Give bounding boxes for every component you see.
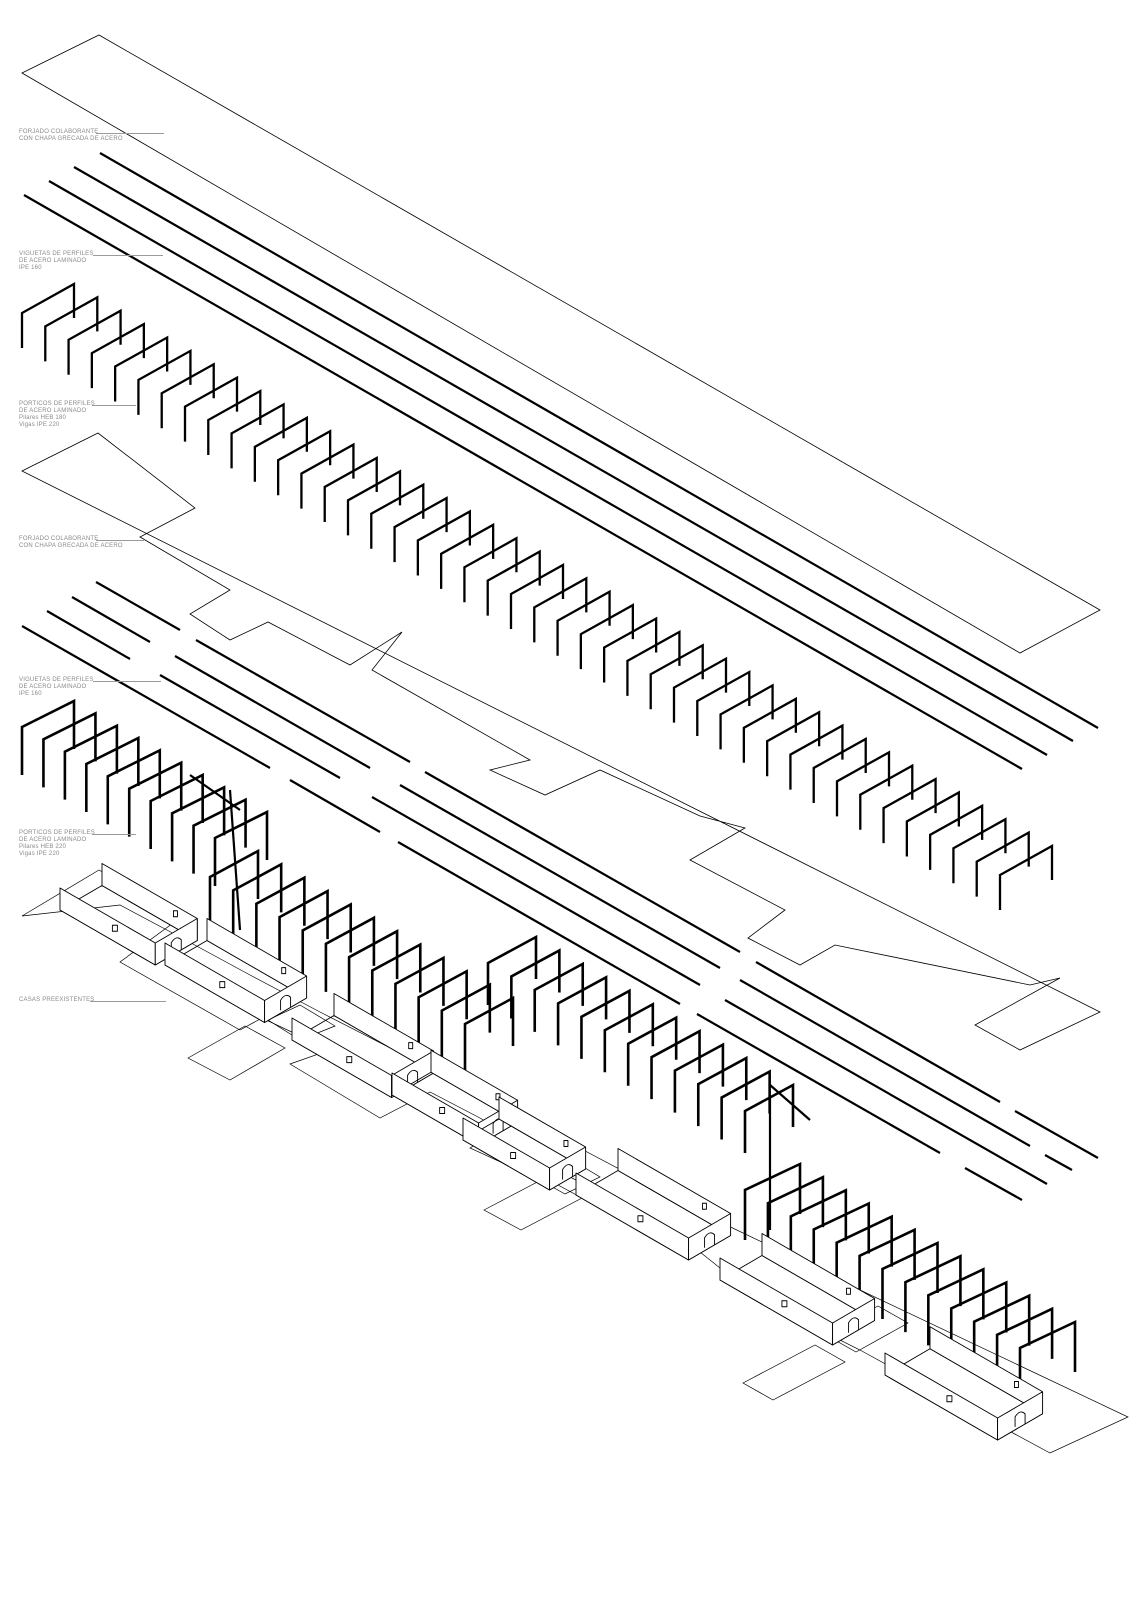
label-upper-frames: PORTICOS DE PERFILES DE ACERO LAMINADO P…	[19, 401, 95, 428]
leader-houses	[90, 1001, 166, 1002]
upper-portal-frame	[276, 429, 332, 496]
lower-portal-frame	[255, 875, 306, 952]
leader-upper-slab	[96, 133, 164, 134]
upper-portal-frame	[719, 683, 774, 750]
upper-portal-frame	[649, 643, 704, 710]
upper-portal-frame	[905, 790, 961, 857]
upper-portal-frame	[346, 469, 402, 536]
existing-house	[462, 1096, 587, 1191]
upper-portal-frame	[230, 402, 285, 469]
lower-portal-frame	[650, 1028, 701, 1100]
upper-portal-frame	[137, 348, 192, 415]
label-lower-slab: FORJADO COLABORANTE CON CHAPA GRECADA DE…	[19, 536, 123, 549]
existing-house	[575, 1148, 732, 1261]
upper-portal-frame	[486, 549, 541, 616]
lower-portal-frame	[556, 975, 608, 1046]
upper-portal-frame	[742, 696, 798, 763]
lower-slab	[21, 432, 1101, 1051]
upper-portal-frame	[579, 603, 635, 670]
upper-portal-frame	[20, 282, 76, 348]
lower-portal-frame	[370, 942, 422, 1019]
upper-portal-frame	[672, 656, 728, 723]
upper-portal-frame	[323, 455, 378, 522]
existing-house	[291, 993, 435, 1098]
lower-portal-frame	[347, 928, 399, 1006]
upper-portal-frame	[90, 322, 146, 389]
leader-upper-frames	[92, 405, 136, 406]
label-upper-slab: FORJADO COLABORANTE CON CHAPA GRECADA DE…	[19, 129, 123, 142]
lower-portal-frame	[301, 902, 353, 979]
upper-portal-frame	[882, 777, 937, 844]
lower-joists	[21, 581, 1099, 1201]
lower-portal-frame	[440, 982, 492, 1059]
existing-house	[884, 1326, 1044, 1441]
upper-portal-frame	[183, 375, 239, 442]
upper-portal-frame	[463, 536, 518, 603]
lower-portal-frame	[626, 1015, 678, 1086]
label-lower-frames: PORTICOS DE PERFILES DE ACERO LAMINADO P…	[19, 830, 95, 857]
upper-portal-frames	[20, 282, 1054, 910]
upper-portal-frame	[370, 482, 425, 549]
label-houses: CASAS PREEXISTENTES	[19, 997, 95, 1003]
lower-portal-frame	[580, 988, 631, 1059]
upper-portal-frame	[928, 803, 984, 870]
upper-portal-frame	[253, 415, 309, 482]
upper-portal-frame	[509, 563, 565, 629]
lower-portal-frame	[603, 1002, 655, 1073]
lower-portal-frames	[20, 698, 1077, 1398]
upper-portal-frame	[533, 576, 588, 643]
lower-portal-frame	[278, 888, 329, 966]
leader-lower-slab	[96, 540, 144, 541]
upper-portal-frame	[300, 442, 355, 509]
leader-lower-joists	[93, 681, 161, 682]
upper-portal-frame	[835, 750, 891, 817]
upper-portal-frame	[602, 616, 658, 683]
upper-portal-frame	[556, 589, 611, 656]
lower-portal-frame	[394, 955, 445, 1032]
leader-lower-frames	[92, 834, 136, 835]
lower-portal-frame	[324, 915, 376, 992]
upper-portal-frame	[998, 844, 1054, 910]
upper-portal-frame	[975, 830, 1030, 897]
lower-portal-frame	[673, 1042, 725, 1113]
upper-portal-frame	[439, 522, 495, 589]
upper-portal-frame	[765, 710, 821, 777]
upper-portal-frame	[207, 389, 262, 456]
upper-portal-frame	[113, 335, 169, 402]
lower-portal-frame	[486, 934, 538, 1005]
upper-portal-frame	[859, 763, 914, 830]
upper-portal-frame	[952, 817, 1007, 884]
leader-upper-joists	[93, 255, 163, 256]
lower-portal-frame	[720, 1069, 771, 1140]
upper-portal-frame	[160, 362, 215, 429]
upper-portal-frame	[789, 723, 844, 790]
lower-portal-frame	[231, 862, 283, 939]
existing-house	[719, 1233, 876, 1346]
label-lower-joists: VIGUETAS DE PERFILES DE ACERO LAMINADO I…	[19, 677, 94, 697]
lower-portal-frame	[208, 848, 260, 925]
lower-portal-frame	[1018, 1319, 1077, 1398]
upper-slab	[21, 34, 1101, 654]
upper-portal-frame	[416, 509, 472, 576]
label-upper-joists: VIGUETAS DE PERFILES DE ACERO LAMINADO I…	[19, 251, 94, 271]
existing-houses	[59, 863, 1044, 1441]
existing-house	[164, 918, 308, 1023]
lower-portal-frame	[696, 1055, 748, 1127]
upper-portal-frame	[44, 295, 99, 362]
lower-portal-frame	[417, 969, 468, 1046]
lower-portal-frame	[463, 995, 515, 1072]
lower-portal-frame	[213, 809, 269, 886]
upper-portal-frame	[696, 670, 751, 737]
upper-portal-frame	[67, 308, 122, 375]
upper-portal-frame	[812, 736, 867, 803]
frame-bracing	[189, 774, 811, 1230]
upper-joists	[23, 152, 1099, 770]
lower-portal-frame	[510, 948, 561, 1019]
lower-portal-frame	[533, 961, 585, 1032]
upper-portal-frame	[626, 629, 681, 696]
upper-portal-frame	[393, 496, 448, 563]
